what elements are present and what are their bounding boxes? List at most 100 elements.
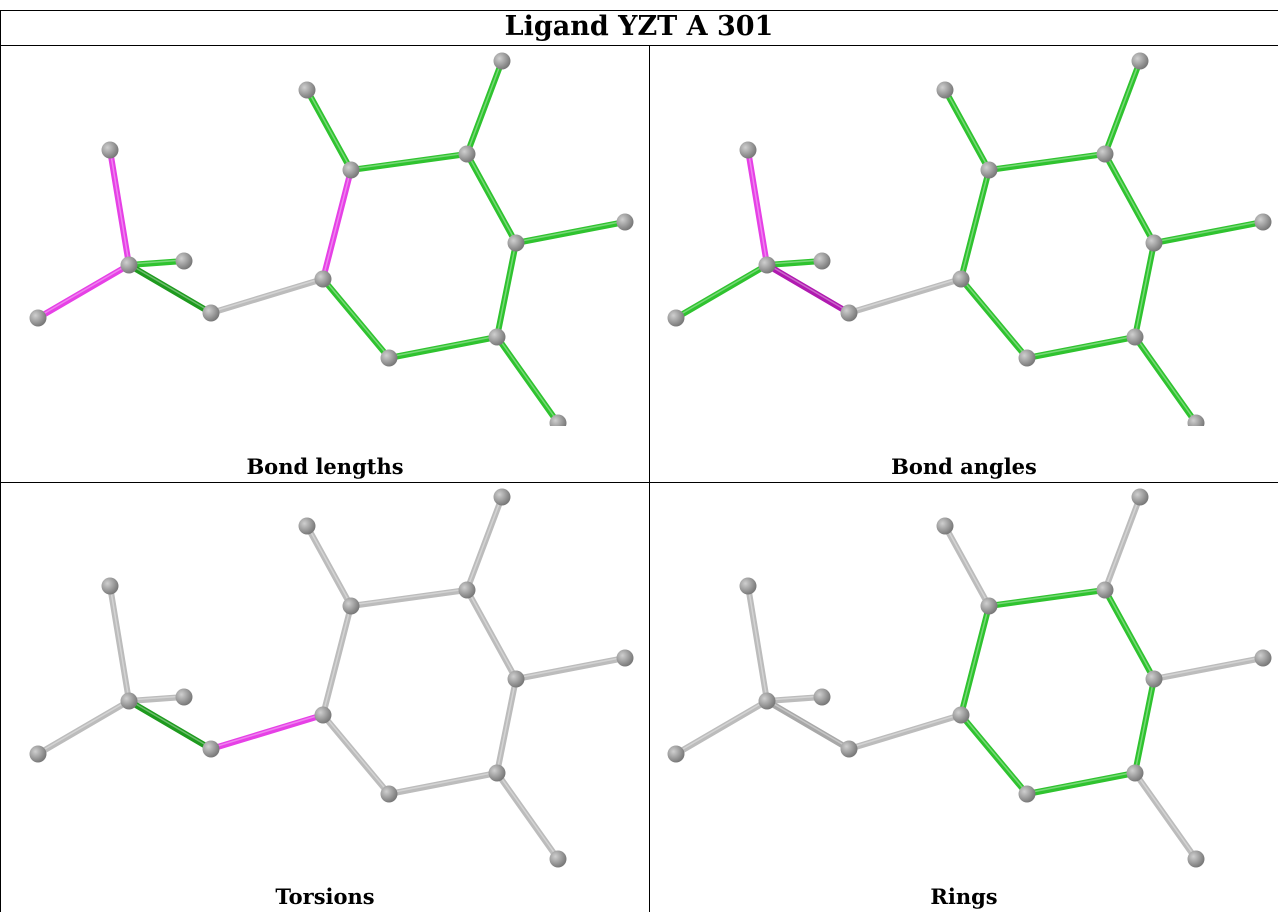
bond-highlight-8 <box>496 677 517 773</box>
caption-bond-lengths: Bond lengths <box>246 454 404 479</box>
atom-3 <box>758 692 776 710</box>
bond-9 <box>386 334 500 361</box>
atom-7 <box>488 328 506 346</box>
bond-9 <box>386 770 500 797</box>
atom-8 <box>507 234 525 252</box>
bond-0 <box>107 147 132 268</box>
bond-highlight-12 <box>466 59 503 154</box>
bond-highlight-3 <box>128 699 212 749</box>
atom-14 <box>549 414 567 426</box>
atom-6 <box>1018 785 1036 803</box>
bond-9 <box>1024 334 1138 361</box>
bond-highlight-6 <box>988 152 1106 170</box>
bond-highlight-4 <box>210 277 324 313</box>
atom-2 <box>175 252 193 270</box>
bond-highlight-14 <box>1134 335 1197 423</box>
border-left <box>0 10 1 912</box>
bond-highlight-9 <box>1026 335 1136 358</box>
bond-5 <box>958 167 992 282</box>
atom-11 <box>298 517 316 535</box>
caption-bond-angles: Bond angles <box>891 454 1037 479</box>
bond-highlight-9 <box>388 771 498 794</box>
atom-3 <box>758 256 776 274</box>
bond-1 <box>35 698 132 757</box>
atom-4 <box>202 304 220 322</box>
bond-highlight-3 <box>766 263 850 313</box>
border-center <box>649 45 650 912</box>
atom-1 <box>667 309 685 327</box>
atom-11 <box>298 81 316 99</box>
bond-highlight-7 <box>466 588 517 679</box>
bond-highlight-11 <box>944 524 990 606</box>
atom-14 <box>549 850 567 868</box>
atom-7 <box>488 764 506 782</box>
bond-7 <box>464 587 519 682</box>
bond-9 <box>1024 770 1138 797</box>
bond-4 <box>846 276 964 316</box>
bond-5 <box>958 603 992 718</box>
bond-highlight-4 <box>848 277 962 313</box>
bond-highlight-6 <box>350 588 468 606</box>
bond-7 <box>1102 151 1157 246</box>
bond-0 <box>745 583 770 704</box>
bond-highlight-2 <box>128 695 185 701</box>
atom-13 <box>1254 649 1272 667</box>
atom-0 <box>739 577 757 595</box>
atom-3 <box>120 256 138 274</box>
atom-3 <box>120 692 138 710</box>
molecule-bond-angles <box>667 52 1272 426</box>
bond-highlight-12 <box>466 495 503 590</box>
figure-title: Ligand YZT A 301 <box>504 11 774 42</box>
bond-14 <box>494 334 561 426</box>
atom-5 <box>314 270 332 288</box>
bond-highlight-14 <box>496 335 559 423</box>
bond-13 <box>1151 655 1266 682</box>
molecule-torsions <box>29 488 634 868</box>
bond-highlight-13 <box>1153 656 1264 679</box>
border-top <box>0 10 1278 11</box>
bond-8 <box>494 240 519 340</box>
bond-highlight-5 <box>322 604 352 715</box>
bond-highlight-1 <box>37 699 130 754</box>
bond-highlight-7 <box>1104 152 1155 243</box>
bond-highlight-14 <box>1134 771 1197 859</box>
atom-6 <box>380 349 398 367</box>
bond-highlight-4 <box>210 713 324 749</box>
bond-6 <box>986 587 1108 609</box>
atom-2 <box>813 688 831 706</box>
bond-highlight-5 <box>960 168 990 279</box>
bond-1 <box>35 262 132 321</box>
bond-11 <box>304 87 354 173</box>
bond-4 <box>208 276 326 316</box>
bond-0 <box>107 583 132 704</box>
bond-12 <box>464 494 505 593</box>
bond-14 <box>494 770 561 862</box>
bond-13 <box>513 655 628 682</box>
bond-2 <box>126 694 187 704</box>
bond-3 <box>126 262 214 316</box>
atom-8 <box>1145 670 1163 688</box>
bond-highlight-9 <box>388 335 498 358</box>
bond-highlight-0 <box>109 584 130 701</box>
bond-13 <box>1151 219 1266 246</box>
bond-14 <box>1132 770 1199 862</box>
atom-4 <box>840 740 858 758</box>
atom-0 <box>101 577 119 595</box>
atom-4 <box>202 740 220 758</box>
atom-0 <box>101 141 119 159</box>
bond-5 <box>320 167 354 282</box>
bond-highlight-7 <box>1104 588 1155 679</box>
atom-7 <box>1126 764 1144 782</box>
bond-highlight-5 <box>960 604 990 715</box>
atom-0 <box>739 141 757 159</box>
caption-torsions: Torsions <box>275 884 375 909</box>
atom-12 <box>1131 488 1149 506</box>
atom-9 <box>458 145 476 163</box>
bond-highlight-11 <box>306 88 352 170</box>
atom-12 <box>493 52 511 70</box>
atom-9 <box>1096 145 1114 163</box>
atom-11 <box>936 517 954 535</box>
atom-13 <box>616 213 634 231</box>
bond-highlight-1 <box>675 699 768 754</box>
